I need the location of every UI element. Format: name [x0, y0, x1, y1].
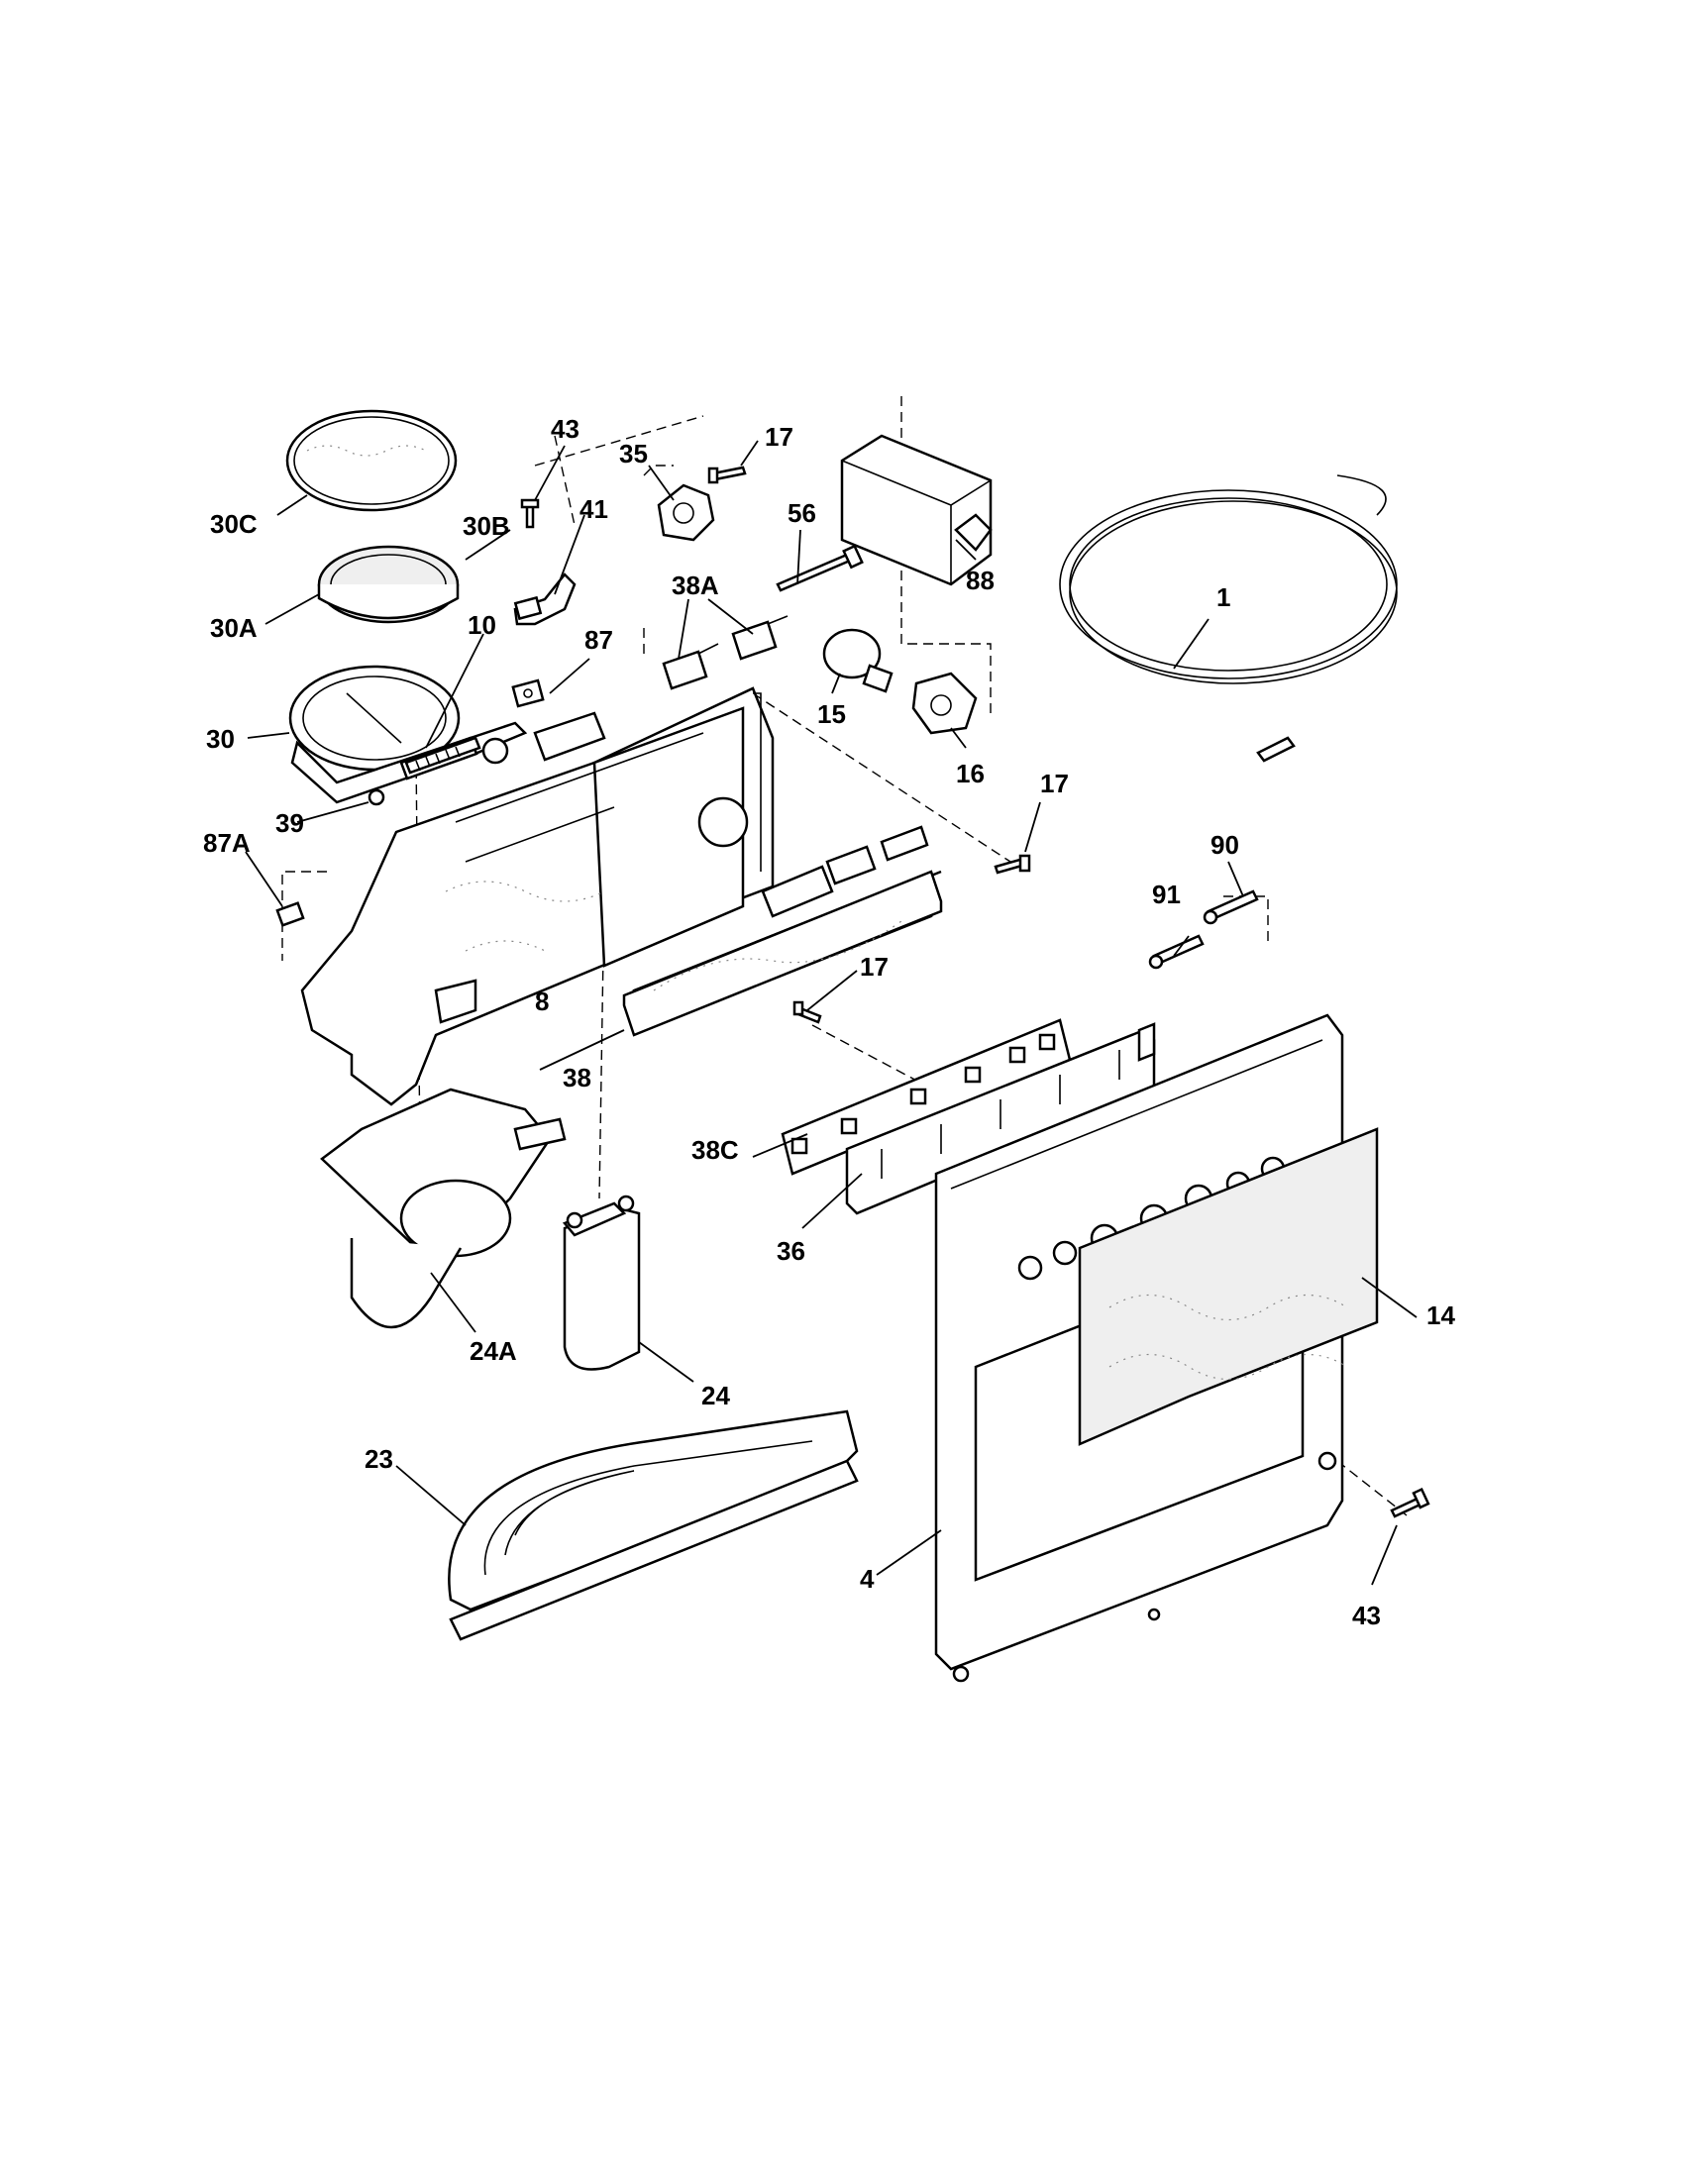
label-87a: 87A	[203, 828, 251, 858]
part-38c-board	[781, 1018, 1072, 1176]
part-16-socket	[911, 672, 978, 735]
label-8: 8	[535, 987, 549, 1016]
label-30b: 30B	[463, 511, 510, 541]
label-10: 10	[468, 610, 496, 640]
part-17-screw-top	[707, 466, 747, 484]
label-38c: 38C	[691, 1135, 739, 1165]
label-41: 41	[579, 494, 608, 524]
label-4: 4	[860, 1564, 875, 1594]
label-14: 14	[1426, 1300, 1455, 1330]
label-90: 90	[1210, 830, 1239, 860]
part-24a-ice-chute	[320, 1088, 567, 1329]
label-17-mid: 17	[1040, 769, 1069, 798]
label-36: 36	[777, 1236, 805, 1266]
callout-labels: 30C 30B 30A 30 10 39 87A 43 41 87 35 17 …	[203, 414, 1455, 1630]
label-17-board: 17	[860, 952, 889, 982]
part-43-screw-top	[520, 498, 540, 529]
label-16: 16	[956, 759, 985, 788]
part-8-dispenser-housing	[300, 686, 775, 1106]
label-24: 24	[701, 1381, 730, 1410]
part-17-screw-mid	[994, 854, 1031, 875]
label-43-top: 43	[551, 414, 579, 444]
part-36-switch-bracket	[845, 1022, 1156, 1215]
label-56: 56	[788, 498, 816, 528]
part-56-screw	[776, 544, 864, 592]
part-87-clip	[511, 678, 545, 708]
part-39-spring	[404, 736, 509, 775]
part-15-bulb	[822, 628, 894, 693]
label-35: 35	[619, 439, 648, 468]
label-43-bottom: 43	[1352, 1601, 1381, 1630]
label-15: 15	[817, 699, 846, 729]
part-43-screw-bottom	[1390, 1487, 1430, 1518]
part-88-module	[840, 434, 993, 586]
label-17-top: 17	[765, 422, 793, 452]
part-17-screw-board	[792, 1000, 822, 1024]
part-41-bracket	[513, 572, 577, 626]
part-1-tubing	[1059, 474, 1398, 763]
part-38a-switches	[662, 615, 789, 690]
label-30c: 30C	[210, 509, 258, 539]
part-38-control-board	[622, 825, 943, 1037]
part-23-drip-tray	[448, 1409, 859, 1641]
label-23: 23	[365, 1444, 393, 1474]
part-87a-clip	[275, 901, 305, 927]
part-30-ring-housing	[288, 665, 528, 806]
label-39: 39	[275, 808, 304, 838]
label-30a: 30A	[210, 613, 258, 643]
part-90-pin	[1203, 889, 1259, 925]
part-14-overlay	[1078, 1127, 1379, 1446]
part-24-flapper	[562, 1195, 641, 1371]
leader-lines	[245, 440, 1418, 1586]
label-88: 88	[966, 566, 995, 595]
label-91: 91	[1152, 880, 1181, 909]
part-30b-filter	[317, 545, 460, 624]
part-35-actuator	[657, 483, 715, 542]
part-30c-cover	[285, 409, 458, 512]
label-24a: 24A	[470, 1336, 517, 1366]
label-1: 1	[1216, 582, 1230, 612]
label-30: 30	[206, 724, 235, 754]
label-38: 38	[563, 1063, 591, 1092]
label-38a: 38A	[672, 571, 719, 600]
label-87: 87	[584, 625, 613, 655]
